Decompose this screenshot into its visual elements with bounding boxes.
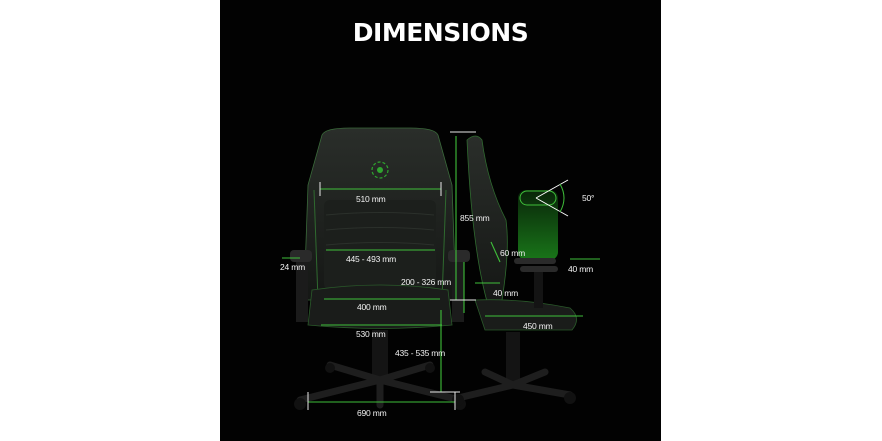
label-lumbar-adjust: 60 mm [500,248,525,258]
razer-logo-icon [371,161,389,179]
label-seat-back-width: 445 - 493 mm [346,254,397,264]
side-chair [452,135,577,406]
dimensions-panel: DIMENSIONS [220,0,661,441]
measurement-ticks [307,131,476,410]
measurement-lines [282,136,600,403]
label-seat-depth: 450 mm [523,321,553,331]
front-chair [290,127,470,410]
label-armrest-slide: 40 mm [568,264,593,274]
label-base-width: 690 mm [357,408,387,418]
page-title: DIMENSIONS [352,18,529,47]
label-armrest-width: 24 mm [280,262,305,272]
label-seat-depth-adjust: 40 mm [493,288,518,298]
label-armrest-rotation: 50° [582,193,595,203]
label-armrest-height: 200 - 326 mm [401,277,452,287]
label-seat-width: 400 mm [357,302,387,312]
label-seat-height: 435 - 535 mm [395,348,446,358]
label-seat-total-width: 530 mm [356,329,386,339]
label-backrest-height: 855 mm [460,213,490,223]
chair-illustration [282,127,600,410]
label-backrest-width: 510 mm [356,194,386,204]
